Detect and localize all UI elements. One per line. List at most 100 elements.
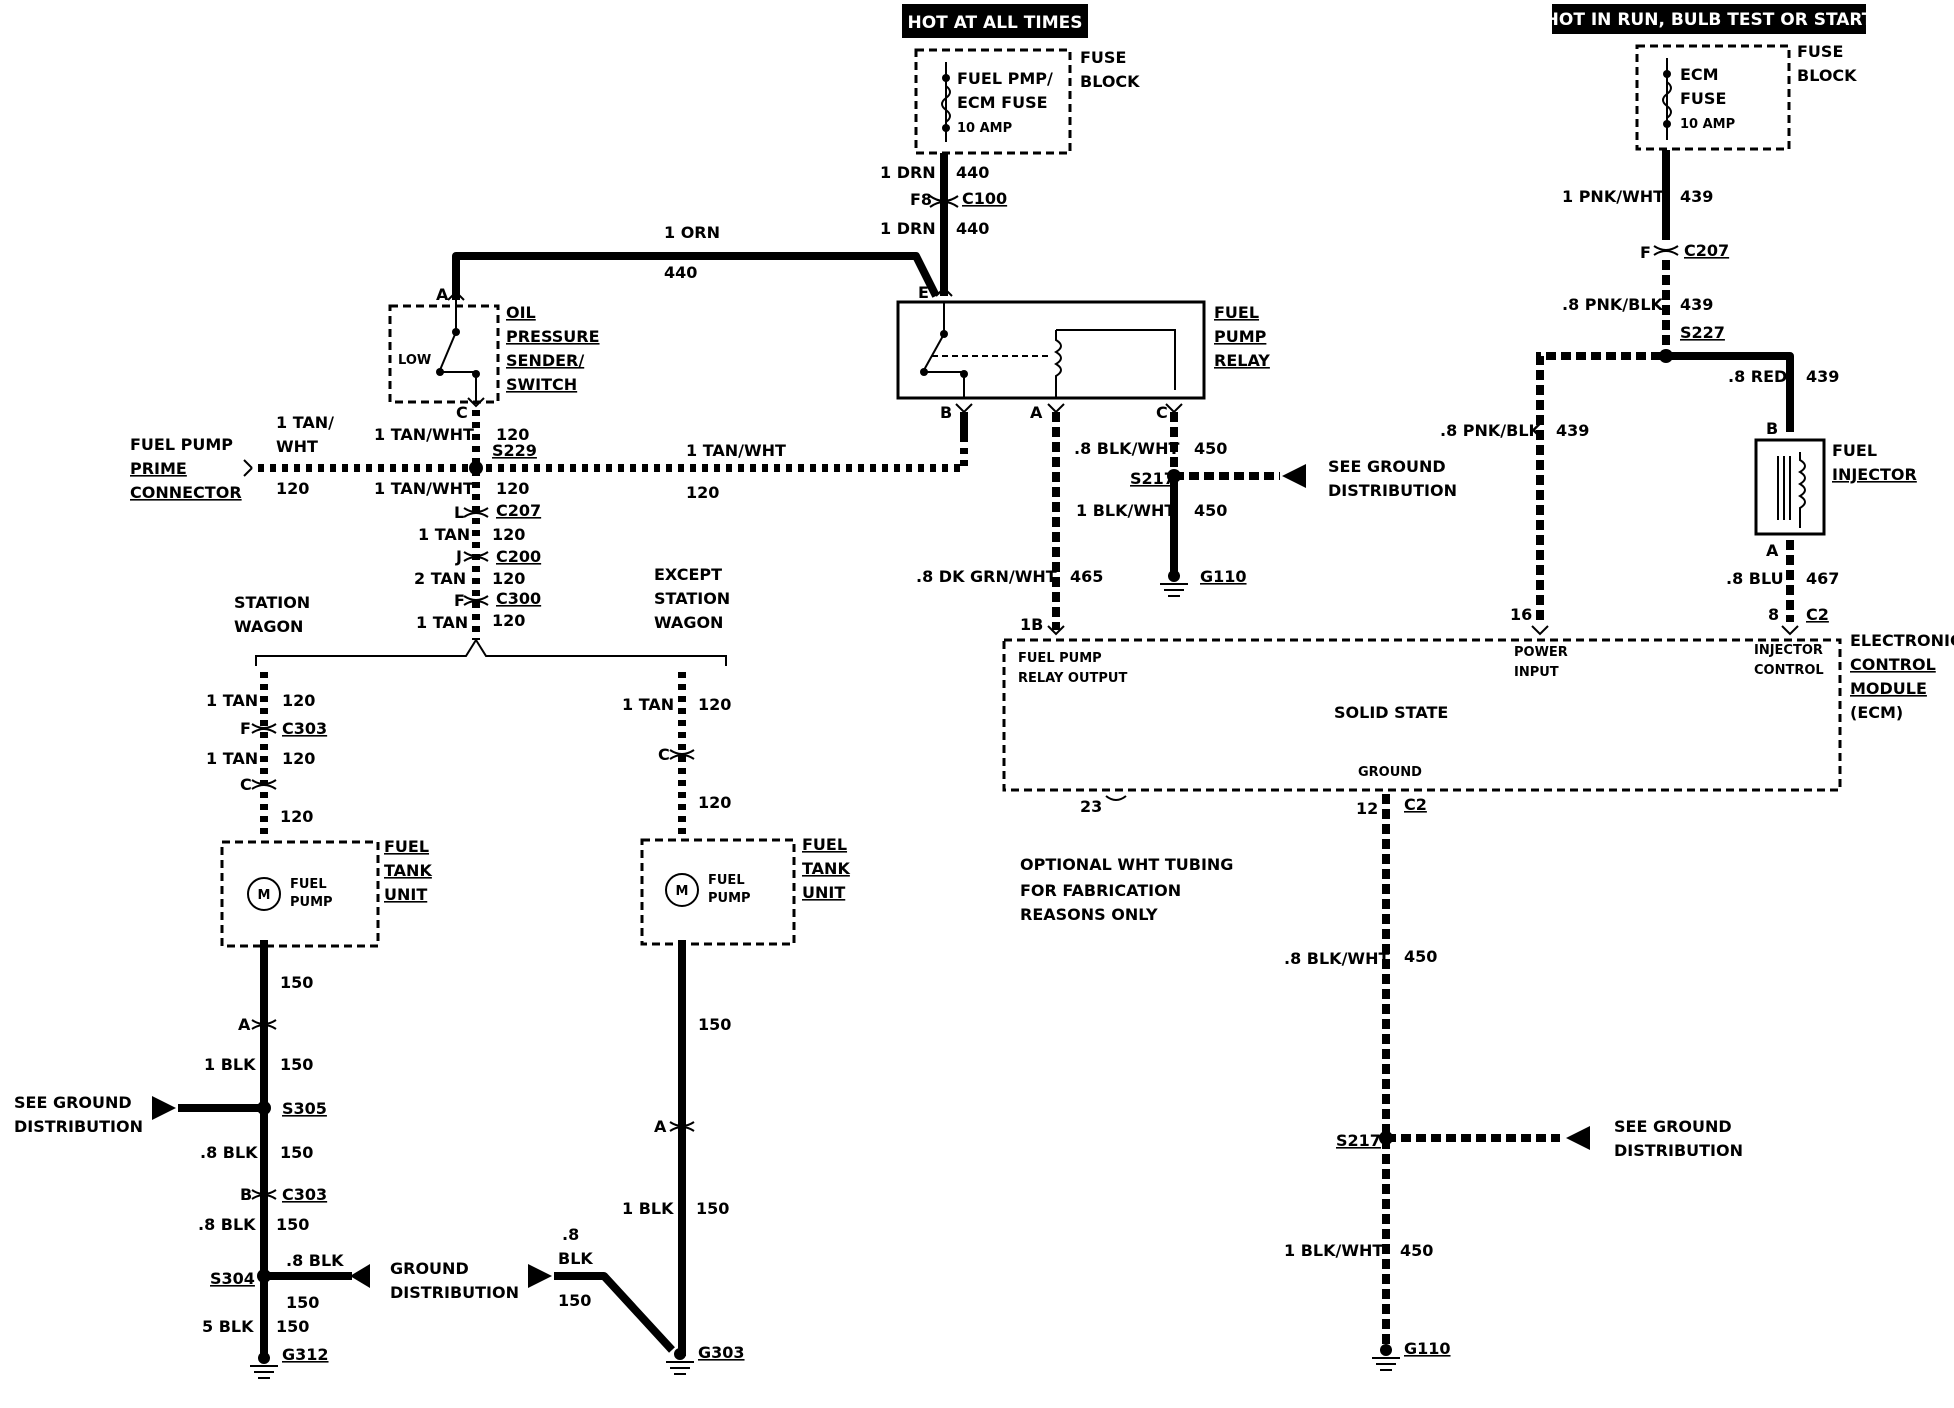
component-label: INJECTOR <box>1832 465 1917 484</box>
connector-symbol <box>929 195 959 208</box>
connector-label: C207 <box>496 501 541 520</box>
wire-number: 450 <box>1404 947 1437 966</box>
wire-number: 120 <box>282 691 315 710</box>
fuel-tank-unit-station-wagon: M FUEL PUMP FUEL TANK UNIT <box>220 837 432 948</box>
pin-label: L <box>454 503 464 522</box>
wire-number: 150 <box>558 1291 591 1310</box>
pin-label: F8 <box>910 190 932 209</box>
pin-label: F <box>1640 243 1651 262</box>
wire-label: 1 TAN/WHT <box>374 479 474 498</box>
pin-label: C <box>658 745 670 764</box>
pin-label: B <box>1766 419 1778 438</box>
pin-label: 8 <box>1768 605 1779 624</box>
wire-number: 120 <box>282 749 315 768</box>
pin-label: 12 <box>1356 799 1378 818</box>
variant-label: EXCEPT <box>654 565 722 584</box>
variant-label: WAGON <box>654 613 723 632</box>
wire-label: 5 BLK <box>202 1317 254 1336</box>
wire-label: BLK <box>558 1249 593 1268</box>
splice-label: S217 <box>1336 1131 1381 1150</box>
wire-number: 120 <box>276 479 309 498</box>
connector-label: C207 <box>1684 241 1729 260</box>
pin-label: E <box>918 283 929 302</box>
variant-brace <box>255 638 727 666</box>
note-text: FOR FABRICATION <box>1020 881 1181 900</box>
pin-label: B <box>240 1185 252 1204</box>
wire-label: .8 PNK/BLK <box>1440 421 1542 440</box>
wire-label: .8 PNK/BLK <box>1562 295 1664 314</box>
component-label: FUEL <box>1214 303 1259 322</box>
fuse-block-label: FUSE <box>1080 48 1126 67</box>
wire-label: 1 BLK/WHT <box>1284 1241 1383 1260</box>
connector-label: C100 <box>962 189 1007 208</box>
wire-label: 1 TAN/WHT <box>686 441 786 460</box>
wire-label: 1 TAN/ <box>276 413 334 432</box>
connector-label: C2 <box>1404 795 1427 814</box>
motor-icon: M <box>258 888 271 903</box>
ground-note: SEE GROUND <box>1328 457 1446 476</box>
ecm-pin-label: CONTROL <box>1754 663 1824 678</box>
fuse-rating: 10 AMP <box>957 121 1012 136</box>
connector-symbol <box>463 551 489 562</box>
ground-symbol-g110-top <box>1160 570 1188 597</box>
wire-label: 1 DRN <box>880 163 936 182</box>
ecm-pin-label: INJECTOR <box>1754 643 1823 658</box>
variant-label: STATION <box>234 593 310 612</box>
wire-except-station-wagon <box>528 672 686 1356</box>
wire-label: .8 BLK <box>286 1251 344 1270</box>
pin-label: A <box>436 285 449 304</box>
connector-symbol <box>955 403 1183 414</box>
fuse-name: FUSE <box>1680 89 1726 108</box>
pin-label: A <box>238 1015 251 1034</box>
pump-label: FUEL <box>290 877 327 892</box>
wire-439-pnk <box>1536 150 1794 620</box>
fuel-pump-relay: E FUEL PUMP RELAY <box>896 283 1270 400</box>
switch-low-label: LOW <box>398 353 431 368</box>
fuse-name: FUEL PMP/ <box>957 69 1053 88</box>
component-label: CONTROL <box>1850 655 1936 674</box>
pump-label: FUEL <box>708 873 745 888</box>
wire-label: 1 TAN <box>622 695 674 714</box>
pin-label: C <box>1156 403 1168 422</box>
wire-number: 440 <box>956 163 989 182</box>
connector-label: C303 <box>282 1185 327 1204</box>
ground-symbol-g312 <box>250 1352 278 1379</box>
wire-label: 1 BLK/WHT <box>1076 501 1175 520</box>
ground-symbol-g303 <box>666 1348 694 1375</box>
splice-label: S217 <box>1130 469 1175 488</box>
ground-note: GROUND <box>390 1259 469 1278</box>
wire-label: .8 BLK/WHT <box>1284 949 1389 968</box>
wire-label: 1 BLK <box>204 1055 256 1074</box>
fuse-block-label: BLOCK <box>1080 72 1140 91</box>
connector-symbol <box>1653 245 1679 256</box>
wire-label: 1 TAN <box>416 613 468 632</box>
wire-number: 120 <box>698 695 731 714</box>
wire-number: 120 <box>492 569 525 588</box>
fuel-injector: B A FUEL INJECTOR <box>1754 419 1917 560</box>
note-text: OPTIONAL WHT TUBING <box>1020 855 1233 874</box>
component-label: FUEL <box>1832 441 1877 460</box>
pin-label: A <box>1766 541 1779 560</box>
ground-note: SEE GROUND <box>1614 1117 1732 1136</box>
wire-450-relay-ground <box>1167 412 1306 572</box>
wire-number: 439 <box>1680 187 1713 206</box>
pin-label: F <box>240 719 251 738</box>
component-label: UNIT <box>384 885 427 904</box>
connector-symbol <box>1105 795 1127 801</box>
wire-label: .8 BLK/WHT <box>1074 439 1179 458</box>
fuse-name: ECM FUSE <box>957 93 1048 112</box>
component-label: PRIME <box>130 459 187 478</box>
ecm-pin-label: POWER <box>1514 645 1568 660</box>
wire-120-tanwht <box>243 410 968 640</box>
wire-label: .8 DK GRN/WHT <box>916 567 1057 586</box>
electronic-control-module: FUEL PUMP RELAY OUTPUT POWER INPUT INJEC… <box>1002 631 1954 792</box>
wire-number: 150 <box>276 1215 309 1234</box>
splice-label: S305 <box>282 1099 327 1118</box>
component-label: CONNECTOR <box>130 483 242 502</box>
variant-label: STATION <box>654 589 730 608</box>
oil-pressure-switch: A LOW OIL PRESSURE SENDER/ SWITCH <box>388 285 600 408</box>
pin-label: A <box>1030 403 1043 422</box>
wire-number: 120 <box>698 793 731 812</box>
wire-number: 150 <box>276 1317 309 1336</box>
wire-label: 1 DRN <box>880 219 936 238</box>
